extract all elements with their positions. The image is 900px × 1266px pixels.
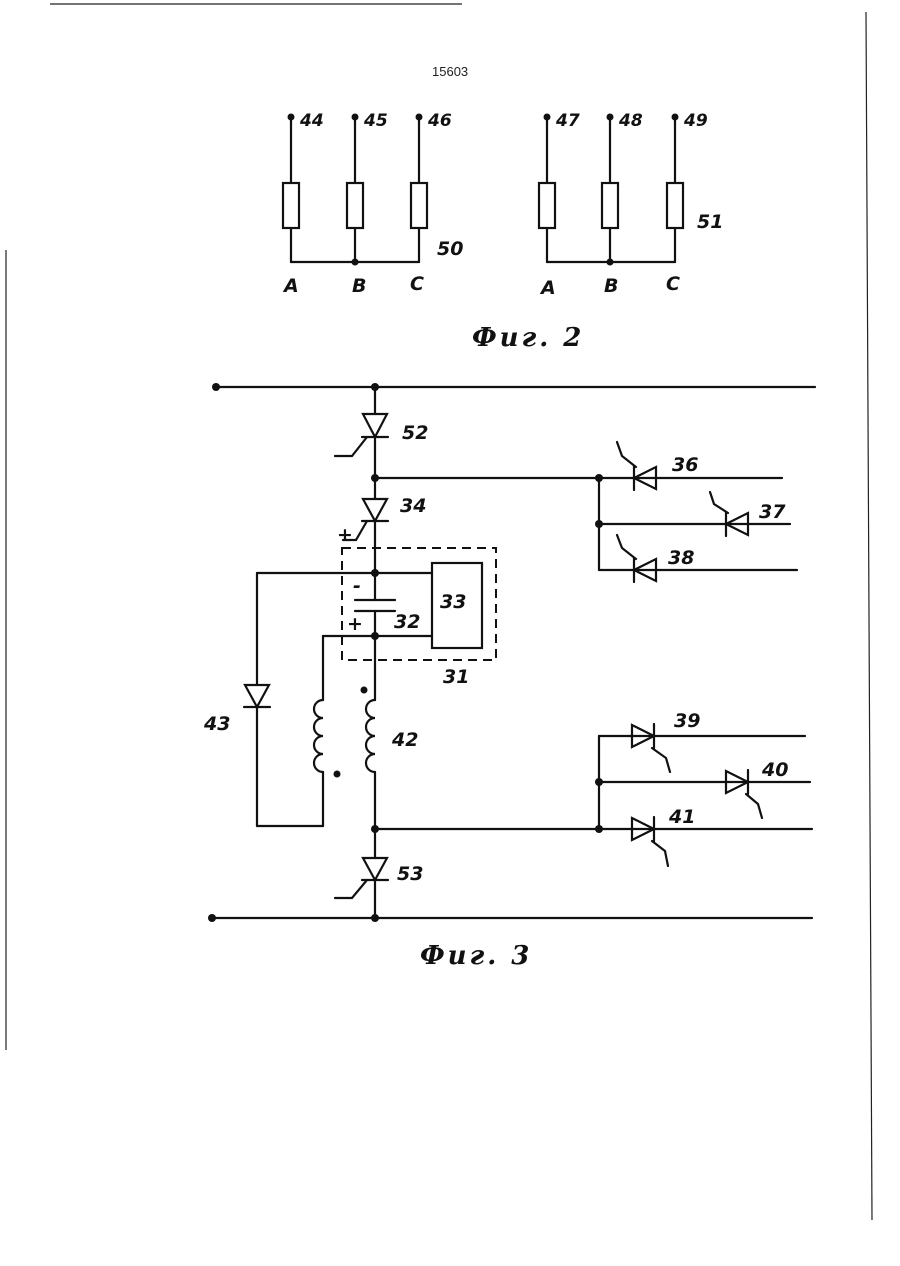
diode-43 bbox=[244, 685, 270, 707]
phase-c-left: C bbox=[410, 273, 424, 295]
winding-dot-right bbox=[361, 687, 368, 694]
label-48: 48 bbox=[618, 111, 643, 131]
label-46: 46 bbox=[427, 111, 452, 131]
label-38: 38 bbox=[668, 547, 694, 569]
thyristor-41 bbox=[632, 817, 668, 866]
fig2-left-group: 44 45 46 50 A B C bbox=[282, 111, 463, 297]
terminal-47-dot bbox=[544, 114, 551, 121]
thyristor-36 bbox=[617, 442, 656, 490]
fig2-caption: Фиг. 2 bbox=[472, 323, 584, 353]
label-53: 53 bbox=[397, 863, 423, 885]
label-50: 50 bbox=[437, 238, 463, 260]
label-39: 39 bbox=[674, 710, 700, 732]
label-45: 45 bbox=[363, 111, 388, 131]
thyristor-53 bbox=[335, 858, 388, 898]
module-31-outline bbox=[342, 548, 496, 660]
terminal-49-dot bbox=[672, 114, 679, 121]
label-40: 40 bbox=[761, 759, 788, 781]
page-right-edge bbox=[866, 12, 872, 1220]
label-51: 51 bbox=[697, 211, 723, 233]
page-number: 15603 bbox=[432, 64, 468, 79]
fig3-caption: Фиг. 3 bbox=[420, 941, 532, 971]
label-32: 32 bbox=[394, 611, 420, 633]
label-minus: - bbox=[353, 575, 361, 597]
terminal-44-dot bbox=[288, 114, 295, 121]
winding-dot-left bbox=[334, 771, 341, 778]
label-52: 52 bbox=[402, 422, 428, 444]
label-33: 33 bbox=[440, 591, 466, 613]
phase-a-left: A bbox=[282, 275, 299, 297]
fig2-right-group: 47 48 49 51 A B C bbox=[539, 111, 723, 299]
label-36: 36 bbox=[672, 454, 698, 476]
inductor-42-secondary bbox=[314, 700, 323, 772]
inductor-42-primary bbox=[366, 700, 375, 772]
thyristor-40 bbox=[726, 770, 762, 818]
resistor-b-left bbox=[347, 183, 363, 228]
phase-b-left: B bbox=[352, 275, 366, 297]
label-plus: + bbox=[347, 613, 363, 635]
label-31: 31 bbox=[443, 666, 469, 688]
label-37: 37 bbox=[759, 501, 786, 523]
thyristor-52 bbox=[335, 414, 388, 456]
terminal-46-dot bbox=[416, 114, 423, 121]
resistor-a-right bbox=[539, 183, 555, 228]
label-47: 47 bbox=[555, 111, 580, 131]
phase-c-right: C bbox=[666, 273, 680, 295]
phase-a-right: A bbox=[539, 277, 556, 299]
resistor-b-right bbox=[602, 183, 618, 228]
terminal-45-dot bbox=[352, 114, 359, 121]
label-49: 49 bbox=[683, 111, 708, 131]
label-43: 43 bbox=[203, 713, 230, 735]
label-34: 34 bbox=[400, 495, 426, 517]
label-44: 44 bbox=[299, 111, 324, 131]
label-41: 41 bbox=[668, 806, 695, 828]
resistor-a-left bbox=[283, 183, 299, 228]
resistor-c-right bbox=[667, 183, 683, 228]
label-plus-top: + bbox=[337, 524, 353, 546]
label-42: 42 bbox=[391, 729, 418, 751]
terminal-48-dot bbox=[607, 114, 614, 121]
phase-b-right: B bbox=[604, 275, 618, 297]
thyristor-39 bbox=[632, 724, 670, 772]
resistor-c-left bbox=[411, 183, 427, 228]
thyristor-37 bbox=[710, 492, 748, 536]
thyristor-38 bbox=[617, 535, 656, 582]
